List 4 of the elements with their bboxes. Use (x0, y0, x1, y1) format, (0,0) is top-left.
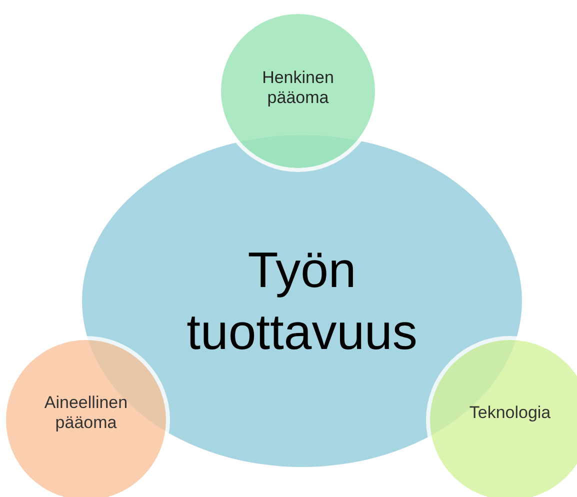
main-title: Työn tuottavuus (186, 240, 418, 362)
circle-label: Teknologia (469, 402, 551, 424)
circle-label: Aineellinen pääoma (43, 392, 129, 434)
circle-label: Henkinen pääoma (261, 68, 335, 108)
